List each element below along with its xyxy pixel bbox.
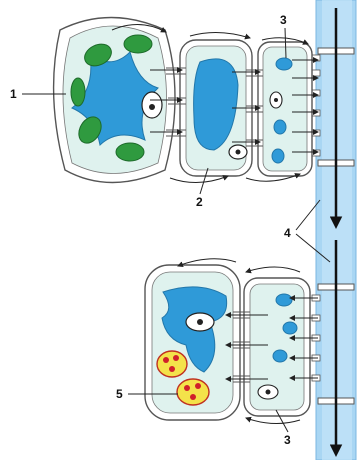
label-5: 5	[116, 387, 123, 401]
label-1: 1	[10, 87, 17, 101]
storage-cell	[145, 265, 240, 420]
companion-cell	[258, 42, 312, 176]
sieve-tube	[312, 0, 356, 460]
label-3-bottom: 3	[284, 433, 291, 447]
label-3-top: 3	[280, 13, 287, 27]
label-4: 4	[284, 226, 291, 240]
label-2: 2	[196, 195, 203, 209]
companion-cell-lower	[244, 278, 310, 416]
